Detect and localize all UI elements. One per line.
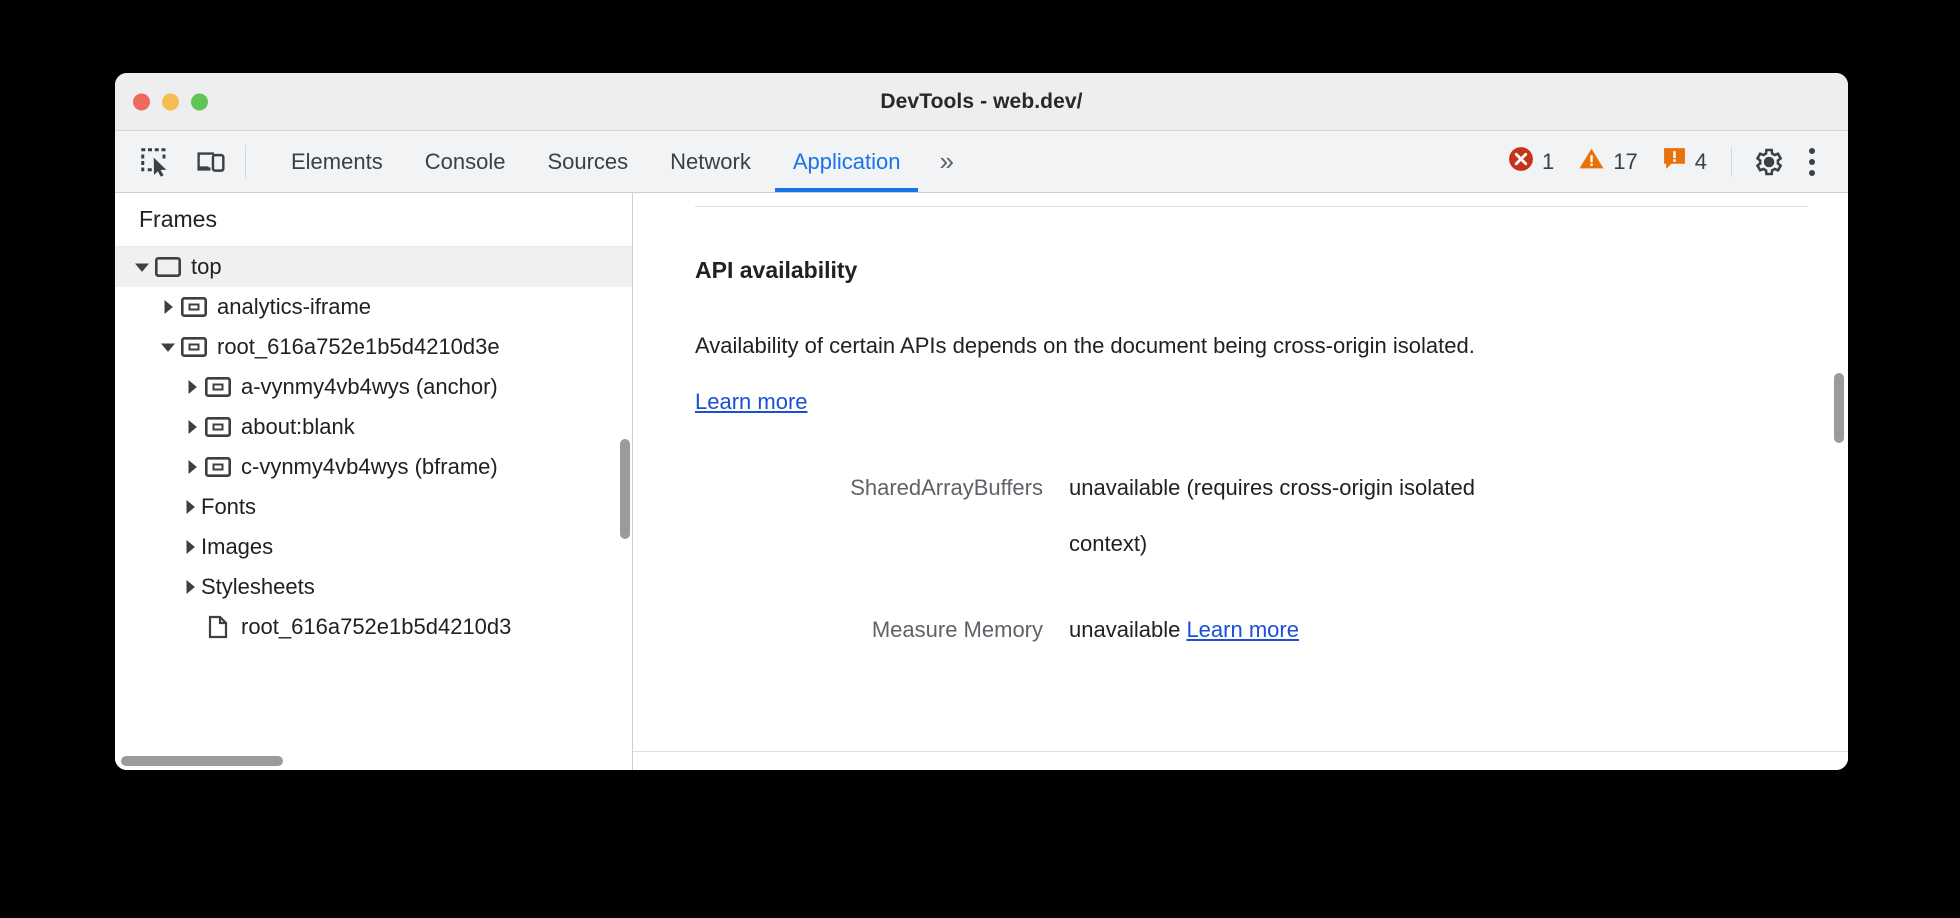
tab-sources[interactable]: Sources <box>547 148 629 174</box>
tree-item-about-blank[interactable]: about:blank <box>115 407 632 447</box>
availability-note: (requires cross-origin isolated context) <box>1069 475 1475 556</box>
gear-icon[interactable] <box>1744 138 1792 186</box>
availability-status: unavailable <box>1069 475 1181 500</box>
twisty-closed-icon[interactable] <box>157 300 179 314</box>
tree-item-label: Images <box>201 534 274 559</box>
warning-count: 17 <box>1613 148 1638 174</box>
tree-item-label: analytics-iframe <box>217 294 372 319</box>
devtools-window: DevTools - web.dev/ <box>115 73 1848 770</box>
tree-item-label: c-vynmy4vb4wys (bframe) <box>241 454 498 479</box>
tree-item-fonts[interactable]: Fonts <box>115 487 632 527</box>
tree-item-label: about:blank <box>241 414 355 439</box>
sidebar-horizontal-scrollbar[interactable] <box>121 756 283 766</box>
row-measure-memory: Measure Memory unavailable Learn more <box>695 602 1808 658</box>
tree-item-images[interactable]: Images <box>115 527 632 567</box>
toolbar-divider <box>245 145 246 178</box>
twisty-open-icon[interactable] <box>131 260 153 274</box>
sidebar-title: Frames <box>115 193 632 247</box>
iframe-icon <box>203 417 233 437</box>
tree-item-label: root_616a752e1b5d4210d3e <box>217 334 500 359</box>
iframe-icon <box>203 457 233 477</box>
panel-tabs: Elements Console Sources Network Applica… <box>270 131 970 192</box>
device-toolbar-icon[interactable] <box>183 131 239 192</box>
tree-item-label: Stylesheets <box>201 574 315 599</box>
minimize-window-button[interactable] <box>162 93 179 110</box>
tab-network[interactable]: Network <box>670 148 751 174</box>
window-titlebar: DevTools - web.dev/ <box>115 73 1848 131</box>
iframe-icon <box>203 377 233 397</box>
section-divider-top <box>695 206 1808 207</box>
maximize-window-button[interactable] <box>191 93 208 110</box>
issue-count-button[interactable]: 4 <box>1650 146 1719 177</box>
error-count: 1 <box>1542 148 1555 174</box>
warning-count-button[interactable]: 17 <box>1566 146 1649 178</box>
frames-tree: top analytics-iframe <box>115 247 632 647</box>
toolbar-divider-2 <box>1731 146 1732 177</box>
tree-item-document[interactable]: root_616a752e1b5d4210d3 <box>115 607 632 647</box>
row-label: Measure Memory <box>871 617 1043 642</box>
twisty-open-icon[interactable] <box>157 340 179 354</box>
error-count-button[interactable]: 1 <box>1496 146 1566 178</box>
iframe-icon <box>179 337 209 357</box>
document-icon <box>203 615 233 639</box>
row-shared-array-buffers: SharedArrayBuffers unavailable (requires… <box>695 460 1808 572</box>
main-vertical-scrollbar[interactable] <box>1834 373 1844 443</box>
devtools-toolbar: Elements Console Sources Network Applica… <box>115 131 1848 193</box>
section-title: API availability <box>695 257 858 283</box>
twisty-closed-icon[interactable] <box>179 580 201 594</box>
kebab-menu-icon[interactable] <box>1792 140 1832 184</box>
tree-item-label: root_616a752e1b5d4210d3 <box>241 614 512 639</box>
row-value: unavailable (requires cross-origin isola… <box>1069 460 1539 572</box>
warning-icon <box>1578 146 1605 178</box>
tree-item-analytics-iframe[interactable]: analytics-iframe <box>115 287 632 327</box>
sidebar-vertical-scrollbar[interactable] <box>620 439 630 539</box>
tree-item-bframe[interactable]: c-vynmy4vb4wys (bframe) <box>115 447 632 487</box>
toolbar-status-area: 1 17 <box>1496 131 1848 192</box>
api-availability-panel: API availability Availability of certain… <box>633 193 1848 770</box>
tree-item-stylesheets[interactable]: Stylesheets <box>115 567 632 607</box>
tree-item-label: a-vynmy4vb4wys (anchor) <box>241 374 498 399</box>
section-divider-bottom <box>633 751 1848 752</box>
tab-console[interactable]: Console <box>424 148 506 174</box>
issue-icon <box>1662 146 1687 177</box>
iframe-icon <box>179 297 209 317</box>
traffic-light-buttons <box>133 93 208 110</box>
close-window-button[interactable] <box>133 93 150 110</box>
measure-memory-learn-more-link[interactable]: Learn more <box>1186 617 1299 642</box>
tree-item-anchor-frame[interactable]: a-vynmy4vb4wys (anchor) <box>115 367 632 407</box>
twisty-closed-icon[interactable] <box>181 460 203 474</box>
description-text: Availability of certain APIs depends on … <box>695 333 1475 358</box>
inspect-element-icon[interactable] <box>127 131 183 192</box>
section-description: Availability of certain APIs depends on … <box>695 318 1485 430</box>
tab-application[interactable]: Application <box>772 131 922 192</box>
tree-item-top[interactable]: top <box>115 247 632 287</box>
twisty-closed-icon[interactable] <box>181 380 203 394</box>
learn-more-link[interactable]: Learn more <box>695 389 808 414</box>
issue-count: 4 <box>1694 148 1707 174</box>
more-tabs-button[interactable]: » <box>939 146 953 176</box>
row-value: unavailable Learn more <box>1069 602 1299 658</box>
error-icon <box>1508 146 1534 178</box>
tab-elements[interactable]: Elements <box>291 148 383 174</box>
window-title: DevTools - web.dev/ <box>880 89 1083 113</box>
twisty-closed-icon[interactable] <box>179 540 201 554</box>
availability-status: unavailable <box>1069 617 1181 642</box>
devtools-body: Frames top <box>115 193 1848 770</box>
tree-item-root-frame[interactable]: root_616a752e1b5d4210d3e <box>115 327 632 367</box>
row-label: SharedArrayBuffers <box>850 475 1043 500</box>
frame-top-icon <box>153 257 183 277</box>
twisty-closed-icon[interactable] <box>179 500 201 514</box>
tree-item-label: Fonts <box>201 494 257 519</box>
tree-item-label: top <box>191 254 222 279</box>
twisty-closed-icon[interactable] <box>181 420 203 434</box>
frames-sidebar: Frames top <box>115 193 633 770</box>
